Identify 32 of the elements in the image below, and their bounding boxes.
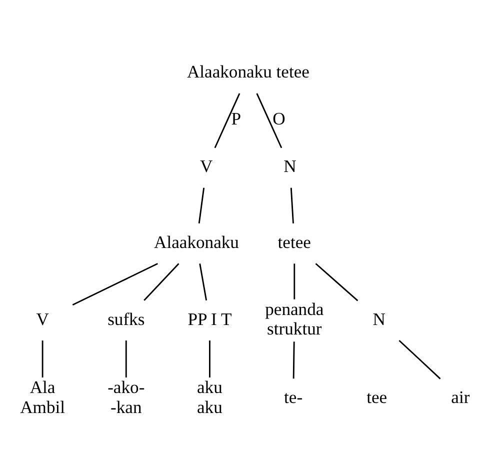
node-text: PP I T	[188, 308, 232, 328]
connector	[315, 262, 358, 301]
edge-label: O	[272, 108, 286, 128]
connector	[294, 263, 296, 299]
connector	[256, 92, 282, 148]
node-text: V	[200, 155, 213, 176]
connector	[209, 340, 210, 377]
node-text: penanda struktur	[265, 298, 324, 338]
node-text: Ala Ambil	[20, 376, 66, 416]
node-text: N	[372, 308, 386, 328]
node-text: V	[36, 308, 49, 328]
node-text: aku aku	[197, 376, 222, 416]
connector	[290, 187, 294, 223]
node-text: Alaakonaku	[154, 231, 239, 252]
node-text: sufks	[108, 308, 145, 328]
node-text: Alaakonaku tetee	[186, 60, 310, 81]
connector	[72, 262, 158, 306]
node-text: te-	[284, 386, 303, 406]
connector	[214, 92, 240, 148]
edge-label: P	[231, 108, 241, 128]
connector	[199, 263, 208, 300]
label: tee	[366, 386, 388, 406]
node-text: tetee	[278, 231, 311, 252]
connector	[292, 341, 295, 378]
connector	[398, 339, 441, 379]
connector	[42, 340, 44, 377]
node-text: N	[284, 155, 296, 176]
node-text: air	[451, 386, 470, 406]
connector	[198, 187, 205, 223]
connector	[144, 262, 180, 300]
connector	[125, 340, 127, 377]
node-text: -ako- -kan	[108, 376, 145, 416]
